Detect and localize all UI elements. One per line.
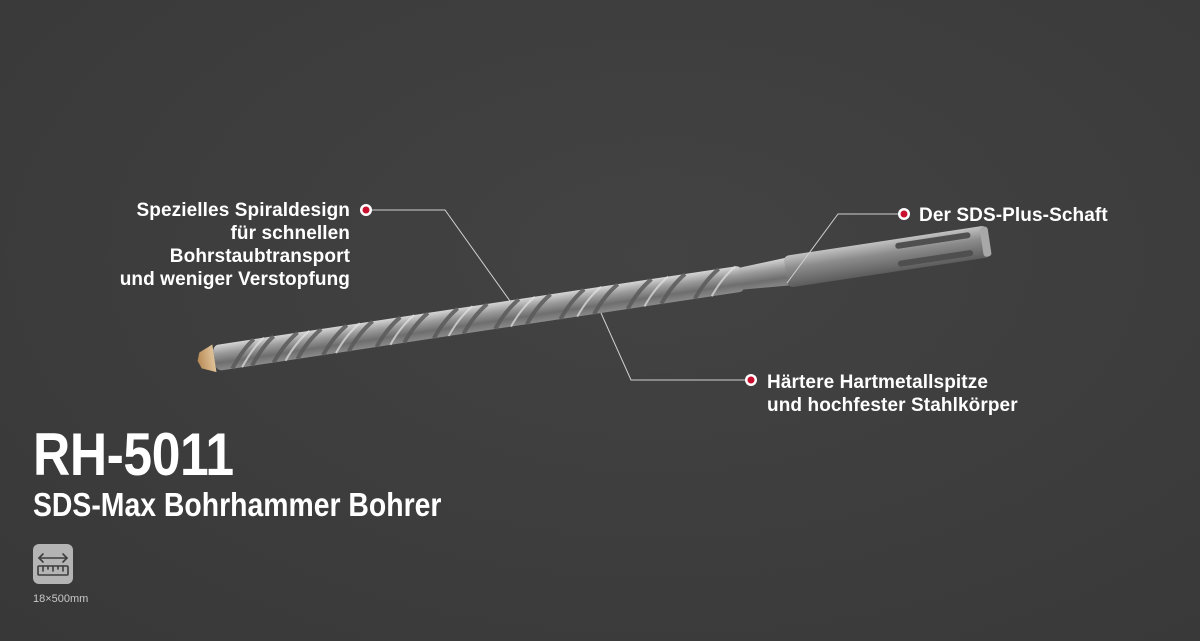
callout-dots	[360, 204, 910, 386]
callout-spiral-line: Spezielles Spiraldesign	[136, 200, 350, 221]
drill-bit-neck	[738, 257, 790, 290]
leader-lines	[372, 209, 898, 381]
drill-bit-shank-groove-top	[895, 232, 971, 249]
callout-tip-line: Härtere Hartmetallspitze	[767, 372, 988, 393]
callout-tip-line: und hochfester Stahlkörper	[767, 395, 1018, 416]
drill-bit	[197, 226, 992, 373]
ruler-measure-icon	[33, 544, 73, 584]
callout-shank-line: Der SDS-Plus-Schaft	[919, 205, 1108, 226]
drill-bit-spiral	[230, 267, 720, 370]
callout-spiral-line: und weniger Verstopfung	[119, 269, 350, 290]
callout-spiral-design: Spezielles Spiraldesign für schnellen Bo…	[120, 199, 350, 291]
callout-sds-plus-shank: Der SDS-Plus-Schaft	[919, 204, 1108, 227]
drill-bit-highlights	[241, 265, 737, 368]
drill-bit-shank-end	[979, 226, 992, 257]
leader-line-spiral	[372, 209, 511, 302]
product-name: SDS-Max Bohrhammer Bohrer	[33, 486, 442, 523]
product-size-label: 18×500mm	[33, 593, 89, 605]
callout-spiral-line: für schnellen	[230, 223, 350, 244]
leader-line-shank	[786, 213, 898, 284]
drill-bit-shank-groove-bottom	[897, 250, 974, 267]
callout-dot-spiral-center	[362, 206, 370, 214]
callout-dot-tip-center	[747, 376, 755, 384]
drill-bit-carbide-tip	[197, 344, 217, 373]
callout-carbide-tip: Härtere Hartmetallspitze und hochfester …	[767, 371, 1018, 417]
callout-spiral-line: Bohrstaubtransport	[169, 246, 350, 267]
callout-dot-shank-center	[900, 210, 908, 218]
product-model-number: RH-5011	[33, 421, 234, 488]
leader-line-tip	[600, 312, 745, 381]
